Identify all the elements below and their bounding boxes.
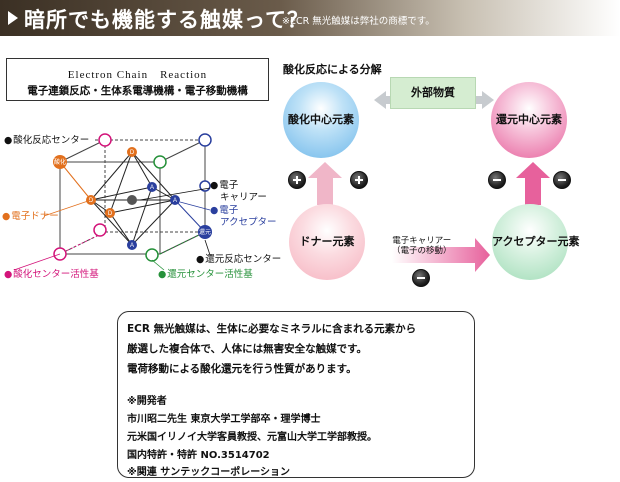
oxidation-center-label: 酸化中心元素 [288,113,354,126]
acceptor-node-bottom [127,240,137,250]
minus-icon [488,171,506,189]
redox-title: 酸化反応による分解 [283,63,382,76]
arrow-carrier [392,238,490,272]
reduction-center-sphere: 還元中心元素 [491,82,567,158]
label-reduction-center: 還元反応センター [196,254,281,266]
lattice-site-blue-top [198,133,212,147]
reduction-center-node [198,225,212,239]
plus-icon [350,171,368,189]
description-box: ECR 無光触媒は、生体に必要なミネラルに含まれる元素から 厳選した複合体で、人… [117,311,475,478]
label-electron-carrier: 電子キャリアー [210,180,267,204]
patent-line: 国内特許・特許 NO.3514702 [127,450,270,461]
lattice-site-pink-mid [93,223,107,237]
lattice-site-green-top [153,155,167,169]
play-arrow-icon [8,11,18,25]
oxidation-node-label: 酸化 [54,158,66,166]
plus-icon [288,171,306,189]
ecr-subtitle: 電子連鎖反応・生体系電導機構・電子移動機構 [27,85,248,97]
description-line-1: ECR 無光触媒は、生体に必要なミネラルに含まれる元素から [127,323,417,335]
label-electron-donor: 電子ドナー [2,211,59,223]
acceptor-node-label-right: A [173,198,177,204]
donor-node-label-left: D [89,198,94,204]
arrow-donor-to-oxidation [308,162,342,205]
developer-line-2: 元米国イリノイ大学客員教授、元富山大学工学部教授。 [127,432,377,443]
donor-label: ドナー元素 [299,235,355,248]
oxidation-center-sphere: 酸化中心元素 [283,82,359,158]
acceptor-label: アクセプター元素 [492,235,580,248]
carrier-node [127,195,137,205]
trademark-note: ※ECR 無光触媒は弊社の商標です。 [282,16,435,27]
reduction-center-label: 還元中心元素 [496,113,562,126]
oxidation-center-node [53,155,67,169]
ecr-title: Electron Chain Reaction [67,69,208,81]
description-line-2: 厳選した複合体で、人体には無害安全な触媒です。 [127,343,368,355]
donor-node-label-top: D [130,150,135,156]
acceptor-node-top [147,182,157,192]
page-title: 暗所でも機能する触媒って？ [24,8,309,32]
reduction-node-label: 還元 [199,228,211,236]
redox-arrows [308,91,550,272]
lattice-site-pink-top [98,133,112,147]
lattice-site-green-bottom [145,248,159,262]
related-line: ※関連 サンテックコーポレーション [127,467,291,478]
donor-node-top [127,147,137,157]
label-oxidation-active: 酸化センター活性基 [4,269,99,281]
label-oxidation-center: 酸化反応センター [4,135,89,147]
arrow-acceptor-to-reduction [516,162,550,205]
description-line-3: 電荷移動による酸化還元を行う性質があります。 [127,363,357,375]
minus-icon [412,269,430,287]
donor-sphere: ドナー元素 [289,204,365,280]
developer-line-1: 市川昭二先生 東京大学工学部卒・理学博士 [127,414,321,425]
label-reduction-active: 還元センター活性基 [158,269,253,281]
minus-icon [553,171,571,189]
donor-node-label-mid: D [108,211,113,217]
donor-node-mid [105,208,115,218]
arrow-oxidation-to-external [374,91,392,109]
header-banner: 暗所でも機能する触媒って？ ※ECR 無光触媒は弊社の商標です。 [0,0,620,36]
acceptor-node-label-bottom: A [130,243,134,249]
carrier-label: 電子キャリアー （電子の移動） [392,236,452,256]
external-substance-box: 外部物質 [390,77,476,109]
acceptor-sphere: アクセプター元素 [492,204,580,280]
arrow-external-to-reduction [476,91,494,109]
ecr-title-box: Electron Chain Reaction 電子連鎖反応・生体系電導機構・電… [6,58,269,101]
acceptor-node-right [170,195,180,205]
acceptor-node-label-top: A [150,185,154,191]
developer-heading: ※開発者 [127,396,167,407]
